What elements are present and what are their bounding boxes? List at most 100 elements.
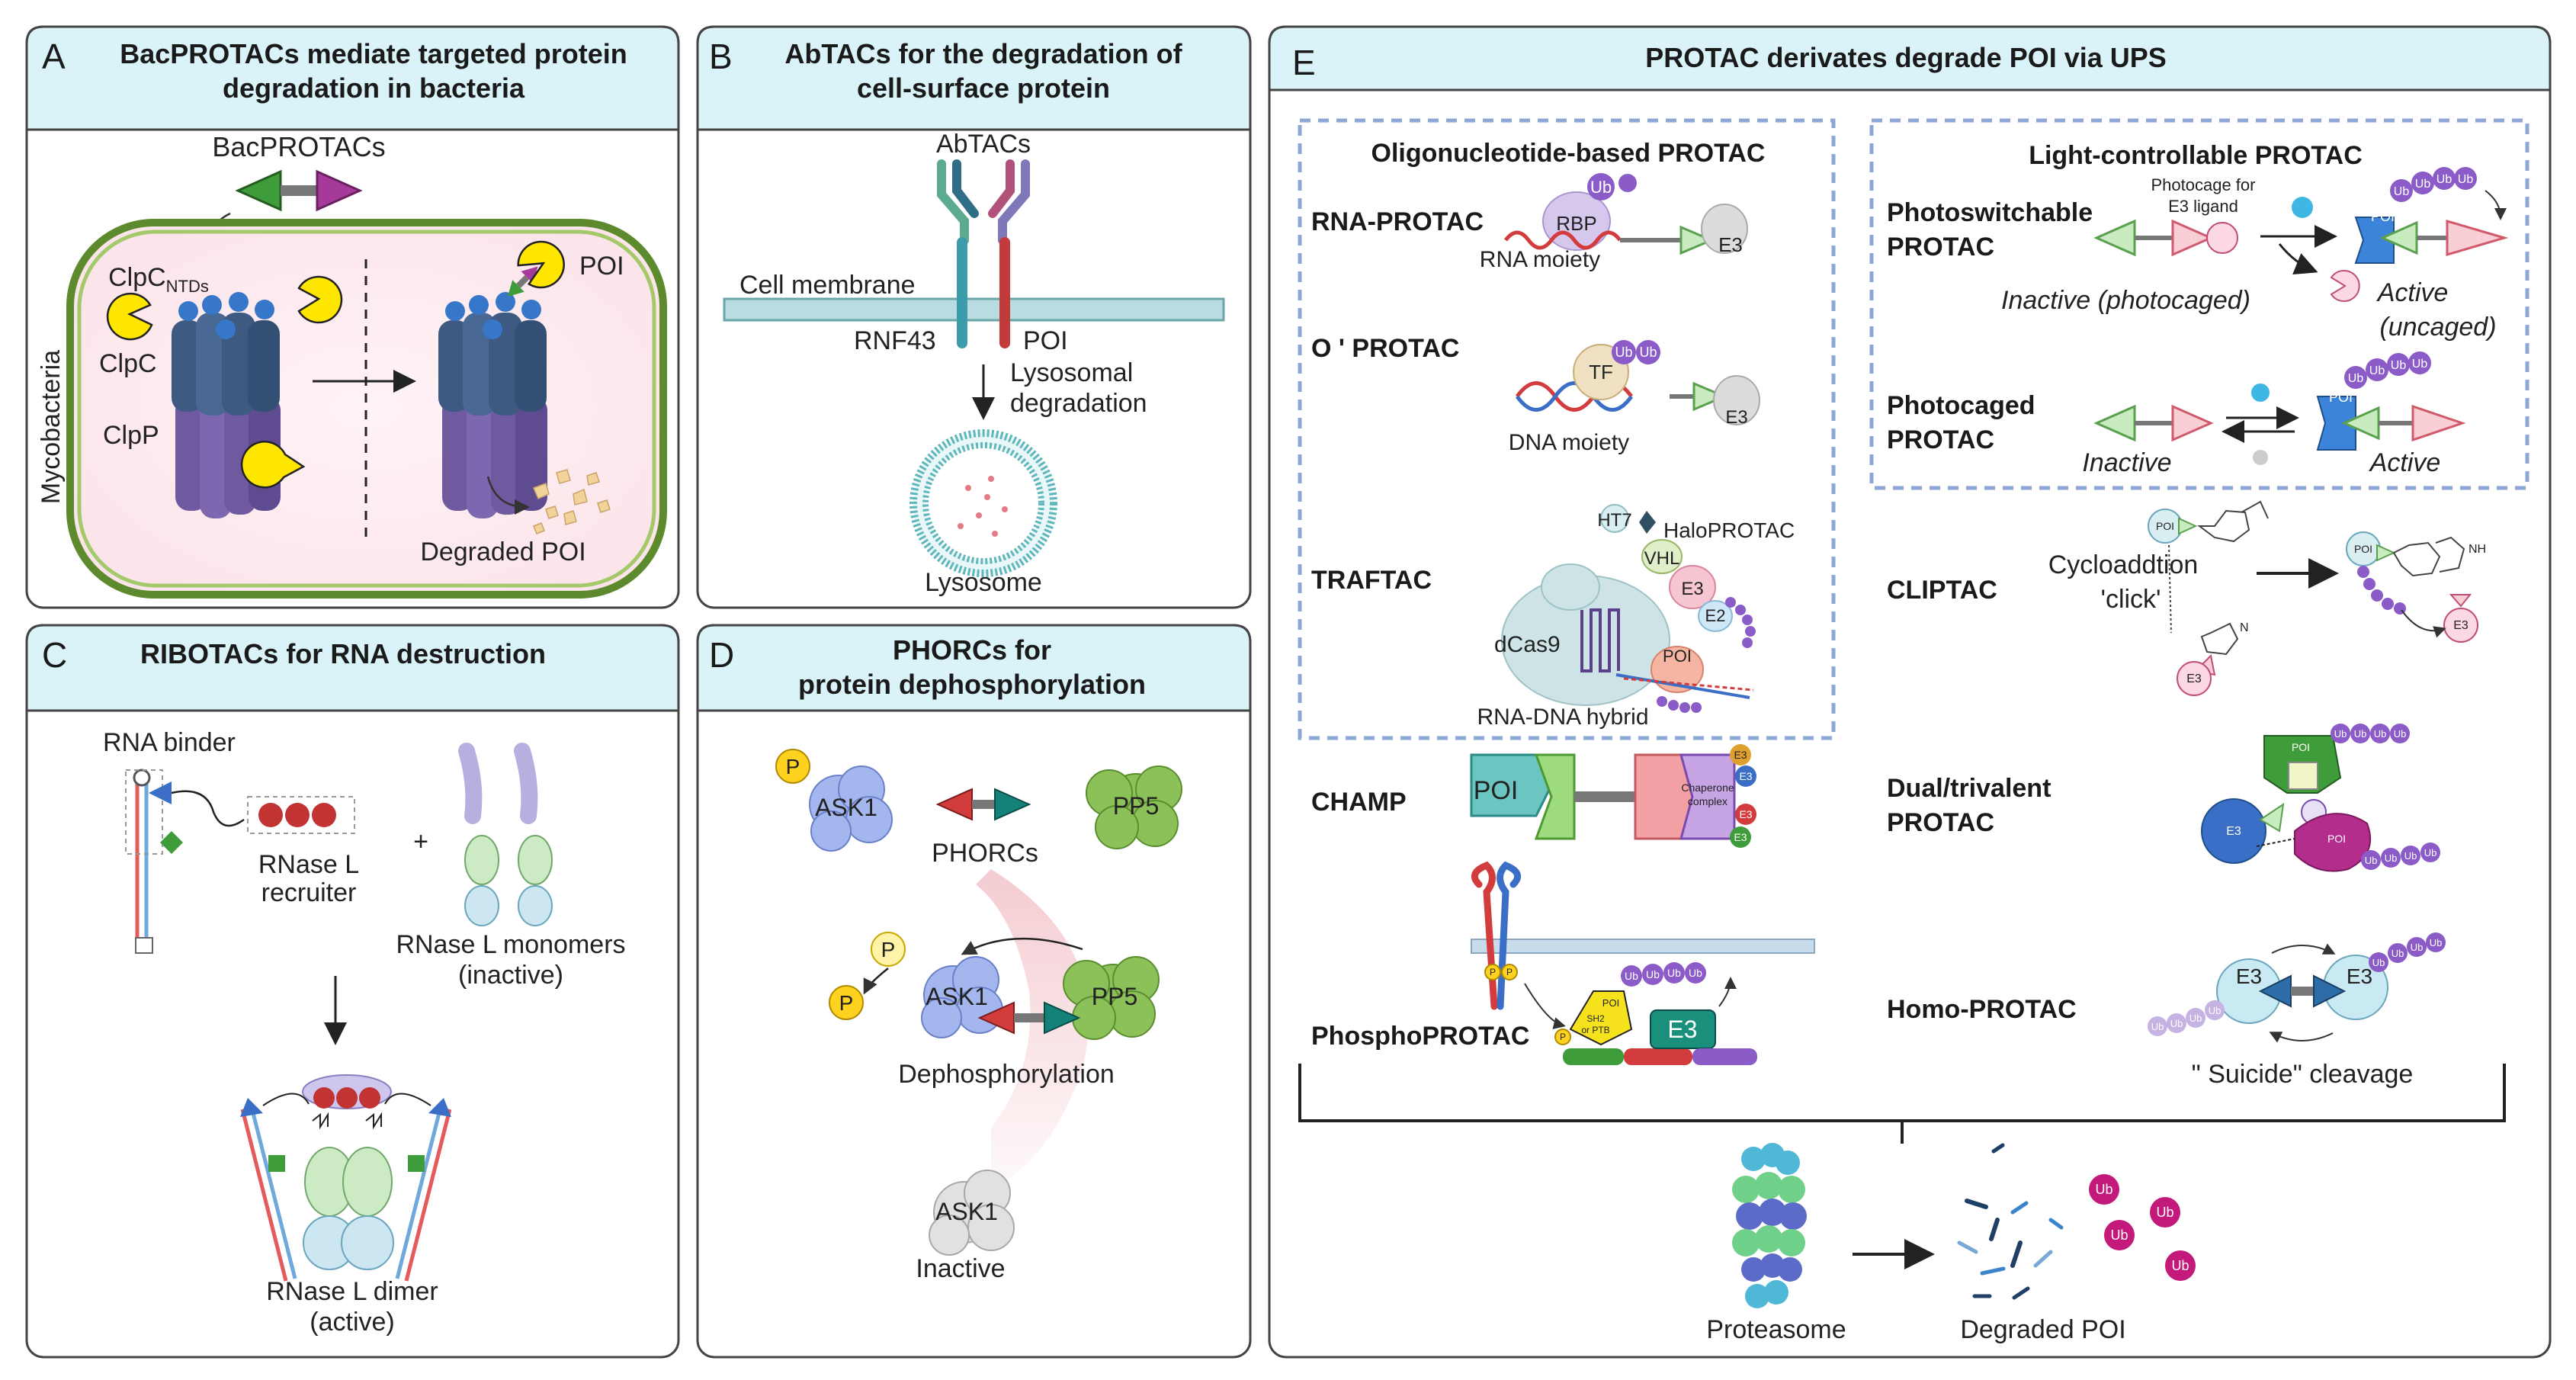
pp5-protein	[1063, 956, 1160, 1040]
oligo-title: Oligonucleotide-based PROTAC	[1371, 139, 1766, 168]
ub-label: Ub	[2151, 1021, 2164, 1032]
lysosome-label: Lysosome	[925, 568, 1042, 597]
rnase-l-recruiter	[247, 796, 355, 834]
rnase-l-monomers	[458, 743, 553, 926]
e2-label: E2	[1705, 606, 1726, 625]
ub-label: Ub	[1667, 967, 1681, 979]
rna-moiety-label: RNA moiety	[1480, 247, 1600, 272]
ask1-protein	[921, 956, 1003, 1038]
ask1-label: ASK1	[815, 794, 877, 821]
photocage-label: Photocage for	[2151, 175, 2256, 194]
rnase-l-dimer	[302, 1074, 394, 1270]
plus-sign: +	[413, 827, 428, 856]
ub-label: Ub	[2394, 728, 2407, 740]
traftac-construct	[1501, 504, 1756, 713]
photoswitchable-label: Photoswitchable	[1887, 198, 2093, 227]
rna-hairpin-left	[240, 1093, 310, 1282]
panel-b: B AbTACs for the degradation of cell-sur…	[696, 25, 1252, 609]
haloprotac-label: HaloPROTAC	[1663, 518, 1795, 542]
e3-ligand-label: E3 ligand	[2168, 197, 2238, 216]
lysosomal-label: Lysosomal	[1010, 358, 1133, 387]
e3-label: E3	[2236, 964, 2262, 988]
ub-label: Ub	[2404, 850, 2417, 862]
proteasome	[1732, 1143, 1807, 1308]
clpc-label: ClpC	[99, 349, 157, 378]
e3-label: E3	[2453, 619, 2469, 632]
panel-letter: B	[709, 37, 733, 76]
phosphate	[829, 985, 864, 1020]
pp5-protein	[1086, 765, 1182, 849]
ub-label: Ub	[2392, 948, 2404, 959]
panel-e: E PROTAC derivates degrade POI via UPS O…	[1268, 25, 2552, 1359]
panel-title: PHORCs for	[893, 634, 1051, 666]
poi-label: POI	[2327, 833, 2346, 845]
dual-label: PROTAC	[1887, 808, 1994, 837]
ub-label: Ub	[2436, 173, 2452, 186]
panel-letter: D	[709, 635, 734, 675]
clpc-ntds-label: ClpCNTDs	[108, 263, 209, 296]
ht7-label: HT7	[1597, 510, 1631, 531]
lysosome	[909, 429, 1057, 577]
traftac-label: TRAFTAC	[1311, 566, 1432, 595]
poi-label: POI	[2292, 741, 2310, 753]
cycloaddition-label: Cycloaddtion	[2048, 550, 2199, 579]
poi-label: POI	[1663, 647, 1692, 666]
e3-label: E3	[2186, 672, 2202, 685]
panel-title: PROTAC derivates degrade POI via UPS	[1645, 42, 2167, 73]
free-ub	[2089, 1174, 2196, 1281]
ub-label: Ub	[2189, 1013, 2202, 1024]
panel-letter: A	[42, 37, 66, 76]
ub-label: Ub	[2156, 1205, 2173, 1220]
champ-label: CHAMP	[1311, 788, 1407, 817]
rnf43-label: RNF43	[854, 326, 936, 355]
o-protac-label: O ' PROTAC	[1311, 334, 1459, 363]
ub-label: Ub	[2391, 359, 2407, 372]
phosphate-label: P	[1506, 967, 1513, 977]
e3-label: E3	[2226, 825, 2241, 838]
poi-label: POI	[2371, 209, 2395, 224]
panel-title: RIBOTACs for RNA destruction	[140, 638, 546, 669]
panel-title: cell-surface protein	[857, 72, 1110, 104]
light-title: Light-controllable PROTAC	[2029, 141, 2363, 170]
rbp-label: RBP	[1556, 212, 1596, 235]
poi-label: POI	[1474, 776, 1519, 805]
e3-label: E3	[1734, 831, 1747, 843]
ub-label: Ub	[2372, 957, 2385, 968]
homo-protac-label: Homo-PROTAC	[1887, 995, 2077, 1024]
panel-c: C RIBOTACs for RNA destruction RNA binde…	[25, 624, 680, 1359]
clpp-label: ClpP	[103, 421, 159, 450]
inactive-photocaged-label: Inactive (photocaged)	[2001, 286, 2250, 315]
poi-label: POI	[2354, 543, 2372, 555]
ub-label: Ub	[1590, 178, 1612, 197]
panel-title: protein dephosphorylation	[798, 669, 1146, 700]
clpc-clpp-complex-right	[438, 292, 547, 518]
phosphate-label: P	[1560, 1032, 1566, 1042]
photocaged-label: PROTAC	[1887, 425, 1994, 454]
rna-protac-label: RNA-PROTAC	[1311, 207, 1484, 236]
inactive-label: Inactive	[916, 1254, 1005, 1283]
ub-label: Ub	[2354, 728, 2367, 740]
poi-label: POI	[1023, 326, 1068, 355]
ub-label: Ub	[2458, 173, 2474, 186]
panel-d: D PHORCs for protein dephosphorylation P…	[696, 624, 1252, 1359]
rna-hairpin	[125, 769, 183, 954]
homo-protac-construct	[2148, 932, 2446, 1043]
phosphate-label: P	[1490, 967, 1496, 977]
phorc-molecule	[977, 1001, 1081, 1035]
abtacs-label: AbTACs	[936, 130, 1031, 159]
photoswitchable-construct	[2093, 190, 2509, 302]
rna-hairpin-right	[384, 1093, 452, 1282]
ub-label: Ub	[2348, 372, 2364, 385]
panel-title: degradation in bacteria	[223, 72, 525, 104]
degraded-poi-label: Degraded POI	[420, 538, 585, 566]
e3-label: E3	[2347, 964, 2372, 988]
ub-label: Ub	[2411, 942, 2424, 953]
champ-construct	[1470, 744, 1756, 848]
ub-label: Ub	[2424, 847, 2437, 858]
oligo-box	[1298, 118, 1836, 740]
monomers-label: RNase L monomers	[396, 930, 625, 959]
ub-label: Ub	[2110, 1228, 2128, 1243]
recruiter-label: recruiter	[261, 878, 357, 907]
click-label: 'click'	[2100, 585, 2161, 614]
degraded-poi	[1957, 1143, 2064, 1300]
